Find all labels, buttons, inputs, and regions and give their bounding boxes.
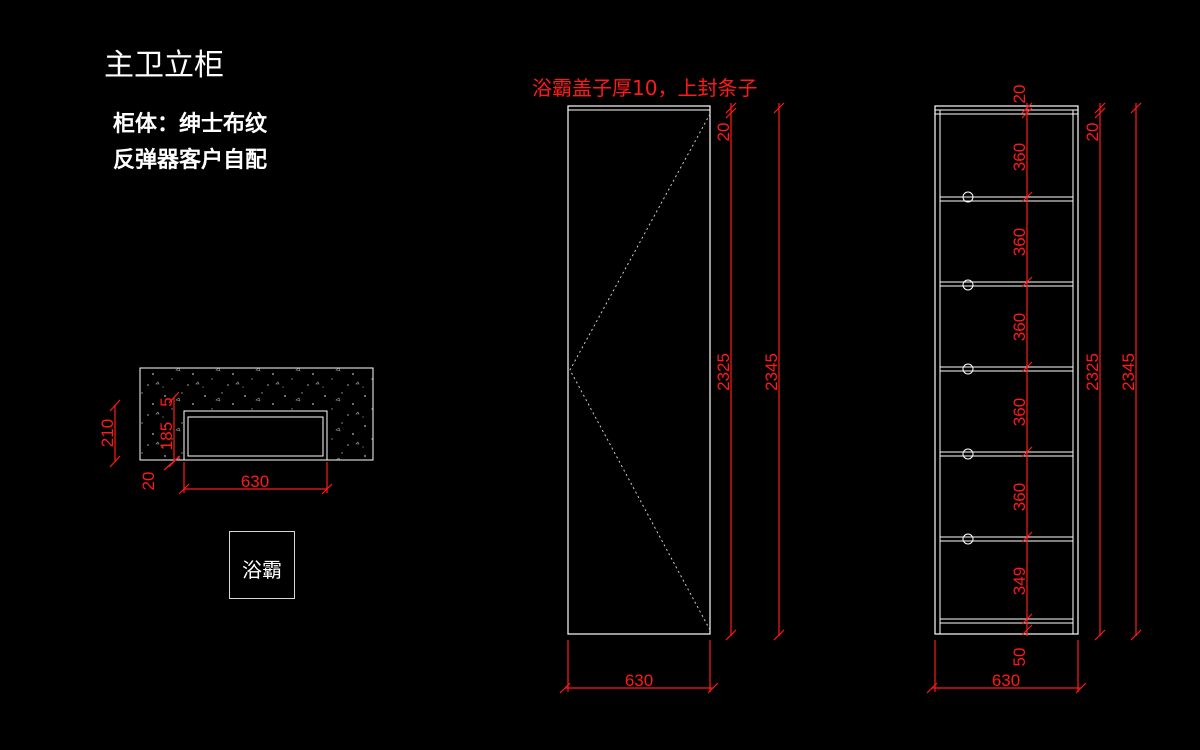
dim-section-width: 630	[992, 671, 1020, 690]
dim-front-width: 630	[625, 671, 653, 690]
dim-plan-inner: 185	[157, 422, 176, 450]
dim-section-inner-height: 2325	[1083, 353, 1102, 391]
shelf-pin-hole	[962, 448, 974, 460]
shelf-pin-holes	[962, 191, 974, 545]
dim-section-shelf: 360	[1010, 228, 1029, 256]
front-door-outline	[567, 105, 711, 635]
section-outline	[934, 105, 1079, 635]
dimension-texts: 210 185 5 20 630 20 2325 2345 630 20 360…	[98, 85, 1138, 690]
drawing-title: 主卫立柜	[104, 48, 224, 83]
dim-front-inner-height: 2325	[714, 353, 733, 391]
front-elevation	[567, 105, 711, 635]
door-swing-indicator	[569, 113, 711, 631]
plan-cabinet-inner	[187, 416, 324, 457]
spec-hardware: 反弹器客户自配	[113, 148, 268, 173]
dim-section-top: 20	[1010, 85, 1029, 104]
dim-plan-gap: 5	[157, 397, 176, 406]
dim-plan-depth: 210	[98, 419, 117, 447]
dim-plan-edge: 20	[139, 472, 158, 491]
dim-section-shelf: 360	[1010, 313, 1029, 341]
shelf-pin-hole	[962, 279, 974, 291]
dim-section-shelf: 349	[1010, 567, 1029, 595]
bath-heater-label: 浴霸	[242, 558, 282, 582]
plan-cabinet-outer	[183, 410, 328, 461]
dim-plan-width: 630	[241, 472, 269, 491]
heater-cover-note: 浴霸盖子厚10，上封条子	[532, 76, 758, 100]
dim-section-shelf: 360	[1010, 483, 1029, 511]
shelf-pin-hole	[962, 533, 974, 545]
plan-view	[139, 367, 374, 461]
section-elevation	[934, 105, 1079, 635]
dimension-lines	[109, 102, 1142, 694]
shelf-pin-hole	[962, 363, 974, 375]
dim-front-top: 20	[714, 123, 733, 142]
bath-heater-symbol: 浴霸	[229, 531, 295, 599]
dim-section-top-right: 20	[1083, 123, 1102, 142]
dim-section-shelf: 360	[1010, 143, 1029, 171]
shelf-pin-hole	[962, 191, 974, 203]
shelf-lines	[940, 196, 1073, 624]
spec-material: 柜体：绅士布纹	[113, 112, 268, 137]
dim-section-shelf: 360	[1010, 398, 1029, 426]
dim-section-total-height: 2345	[1119, 353, 1138, 391]
dim-front-total-height: 2345	[762, 353, 781, 391]
dim-section-base: 50	[1010, 648, 1029, 667]
